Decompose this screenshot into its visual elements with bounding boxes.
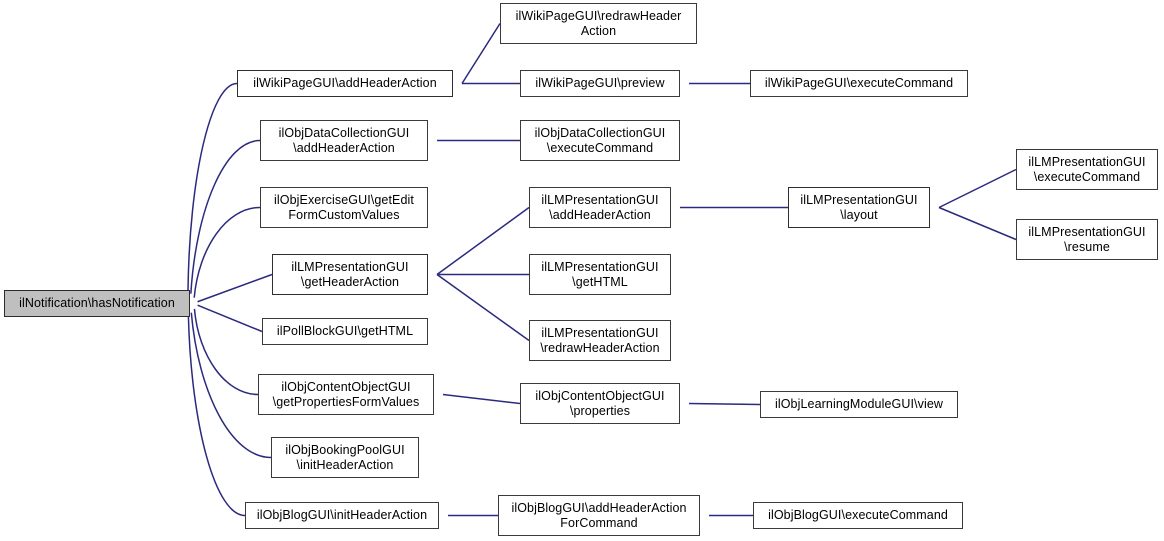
graph-edge-lm_gethtml-to-lm_getheader — [417, 269, 529, 280]
graph-edge-blog_init-to-root — [167, 307, 246, 517]
graph-edge-co_props-to-co_props_form — [422, 388, 521, 405]
graph-node-dcl_exec[interactable]: ilObjDataCollectionGUI \executeCommand — [520, 120, 680, 161]
graph-node-wiki_preview[interactable]: ilWikiPageGUI\preview — [520, 70, 680, 97]
graph-edge-lm_add-to-lm_getheader — [416, 206, 530, 285]
graph-node-co_props[interactable]: ilObjContentObjectGUI \properties — [520, 383, 680, 424]
graph-node-label: ilWikiPageGUI\addHeaderAction — [253, 76, 437, 91]
graph-edge-lm_resume-to-lm_layout — [918, 199, 1017, 241]
graph-node-label: ilLMPresentationGUI \layout — [800, 193, 918, 222]
graph-edge-lm_redraw-to-lm_getheader — [416, 264, 530, 342]
graph-node-label: ilLMPresentationGUI \redrawHeaderAction — [540, 326, 660, 355]
graph-node-label: ilObjLearningModuleGUI\view — [774, 397, 944, 412]
graph-edge-lm_exec-to-lm_layout — [918, 168, 1017, 217]
graph-node-blog_exec[interactable]: ilObjBlogGUI\executeCommand — [753, 502, 963, 529]
graph-edge-lm_view-to-co_props — [668, 398, 761, 408]
graph-node-wiki_exec[interactable]: ilWikiPageGUI\executeCommand — [750, 70, 968, 97]
graph-node-label: ilPollBlockGUI\getHTML — [276, 324, 414, 339]
graph-node-label: ilNotification\hasNotification — [19, 296, 175, 311]
graph-edge-dcl_add-to-root — [170, 139, 261, 301]
graph-node-lm_getheader[interactable]: ilLMPresentationGUI \getHeaderAction — [272, 254, 428, 295]
graph-node-label: ilObjContentObjectGUI \properties — [535, 389, 665, 418]
graph-node-lm_redraw[interactable]: ilLMPresentationGUI \redrawHeaderAction — [529, 320, 671, 361]
graph-node-lm_resume[interactable]: ilLMPresentationGUI \resume — [1016, 219, 1158, 260]
graph-node-root[interactable]: ilNotification\hasNotification — [4, 290, 190, 317]
graph-node-label: ilLMPresentationGUI \addHeaderAction — [541, 193, 659, 222]
graph-node-blog_addfc[interactable]: ilObjBlogGUI\addHeaderAction ForCommand — [498, 495, 700, 536]
graph-edge-wiki_preview-to-wiki_add — [442, 78, 520, 89]
graph-node-wiki_redraw[interactable]: ilWikiPageGUI\redrawHeader Action — [500, 3, 697, 44]
graph-node-lm_layout[interactable]: ilLMPresentationGUI \layout — [788, 187, 930, 228]
graph-node-label: ilObjDataCollectionGUI \executeCommand — [534, 126, 666, 155]
graph-node-label: ilLMPresentationGUI \getHTML — [541, 260, 659, 289]
graph-node-label: ilLMPresentationGUI \resume — [1028, 225, 1146, 254]
graph-node-blog_init[interactable]: ilObjBlogGUI\initHeaderAction — [245, 502, 439, 529]
graph-node-label: ilObjBlogGUI\executeCommand — [768, 508, 948, 523]
graph-node-lm_gethtml[interactable]: ilLMPresentationGUI \getHTML — [529, 254, 671, 295]
graph-node-label: ilObjBlogGUI\initHeaderAction — [256, 508, 428, 523]
graph-node-label: ilWikiPageGUI\executeCommand — [764, 76, 954, 91]
graph-edge-lm_layout-to-lm_add — [660, 202, 788, 213]
graph-node-exercise[interactable]: ilObjExerciseGUI\getEdit FormCustomValue… — [260, 187, 428, 228]
graph-node-label: ilObjContentObjectGUI \getPropertiesForm… — [272, 380, 420, 409]
graph-node-lm_add[interactable]: ilLMPresentationGUI \addHeaderAction — [529, 187, 671, 228]
graph-node-label: ilWikiPageGUI\redrawHeader Action — [515, 9, 682, 38]
graph-edge-dcl_exec-to-dcl_add — [417, 135, 520, 146]
graph-node-label: ilLMPresentationGUI \getHeaderAction — [291, 260, 409, 289]
graph-node-dcl_add[interactable]: ilObjDataCollectionGUI \addHeaderAction — [260, 120, 428, 161]
graph-node-label: ilObjBlogGUI\addHeaderAction ForCommand — [511, 501, 687, 530]
graph-node-label: ilObjDataCollectionGUI \addHeaderAction — [278, 126, 410, 155]
graph-node-label: ilWikiPageGUI\preview — [535, 76, 665, 91]
graph-node-label: ilObjExerciseGUI\getEdit FormCustomValue… — [274, 193, 414, 222]
graph-node-co_props_form[interactable]: ilObjContentObjectGUI \getPropertiesForm… — [258, 374, 434, 415]
graph-edge-wiki_exec-to-wiki_preview — [669, 78, 750, 89]
graph-node-lm_view[interactable]: ilObjLearningModuleGUI\view — [760, 391, 958, 418]
graph-node-poll[interactable]: ilPollBlockGUI\getHTML — [262, 318, 428, 345]
graph-edge-wiki_add-to-root — [167, 82, 238, 300]
graph-node-lm_exec[interactable]: ilLMPresentationGUI \executeCommand — [1016, 149, 1158, 190]
graph-node-label: ilObjBookingPoolGUI \initHeaderAction — [285, 443, 405, 472]
graph-node-wiki_add[interactable]: ilWikiPageGUI\addHeaderAction — [237, 70, 453, 97]
graph-node-booking[interactable]: ilObjBookingPoolGUI \initHeaderAction — [271, 437, 419, 478]
graph-node-label: ilLMPresentationGUI \executeCommand — [1028, 155, 1146, 184]
